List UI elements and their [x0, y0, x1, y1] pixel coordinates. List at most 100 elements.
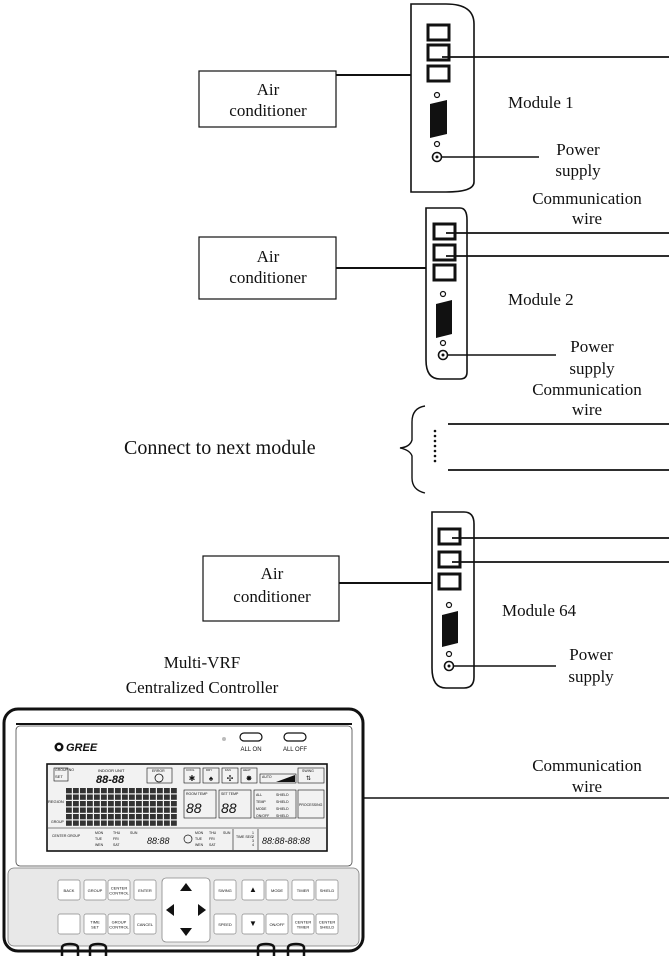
mode-cool-label: COOL: [186, 768, 195, 772]
keypad-button[interactable]: [315, 913, 339, 935]
up-arrow-icon[interactable]: [180, 883, 192, 891]
module-64-port-a: [437, 527, 462, 546]
keypad-button[interactable]: [133, 913, 157, 935]
brace: [399, 405, 426, 494]
keypad-button[interactable]: [107, 913, 131, 935]
unit-cell: [94, 814, 100, 820]
unit-cell: [164, 794, 170, 800]
lcd-room-temp: ROOM TEMP: [186, 792, 208, 796]
keypad-button-label: SET: [91, 925, 99, 930]
unit-cell: [143, 807, 149, 813]
unit-cell: [164, 801, 170, 807]
unit-cell: [87, 794, 93, 800]
unit-cell: [157, 820, 163, 826]
unit-cell: [150, 820, 156, 826]
unit-cell: [143, 788, 149, 794]
keypad-button[interactable]: [315, 879, 339, 901]
unit-cell: [171, 794, 177, 800]
unit-cell: [136, 820, 142, 826]
module-2-port-b: [432, 243, 457, 262]
lcd-clock: 88:88: [147, 836, 170, 846]
keypad-button-label: CENTER: [111, 886, 128, 891]
shield-row-onoff: ON/OFF: [256, 814, 269, 818]
keypad-button[interactable]: [57, 913, 81, 935]
keypad-button-label: ENTER: [138, 888, 152, 893]
unit-cell: [171, 814, 177, 820]
right-arrow-icon[interactable]: [198, 904, 206, 916]
module-2: Air conditioner Module 2 Power supply: [198, 207, 669, 380]
lcd-unit-digits: 88-88: [96, 774, 125, 786]
unit-cell: [150, 807, 156, 813]
unit-cell: [80, 820, 86, 826]
lcd-set-temp-digits: 88: [221, 800, 237, 816]
lcd-unit-grid: [66, 788, 177, 826]
unit-cell: [87, 820, 93, 826]
unit-cell: [94, 794, 100, 800]
shield-row-all: ALL: [256, 793, 262, 797]
down-arrow-icon[interactable]: [180, 928, 192, 936]
all-on-label: ALL ON: [240, 747, 261, 753]
keypad-button[interactable]: [265, 879, 289, 901]
keypad-button-label: SWING: [218, 888, 232, 893]
unit-cell: [115, 801, 121, 807]
lcd-group-no: GROUP NO: [55, 768, 74, 772]
day-fri: FRI: [113, 837, 119, 841]
shield-row-temp: TEMP: [256, 800, 266, 804]
keypad-button[interactable]: [83, 879, 107, 901]
keypad-button-label: CENTER: [319, 920, 336, 925]
keypad-button[interactable]: [57, 879, 81, 901]
all-off-button[interactable]: [283, 732, 307, 742]
lcd-error: ERROR: [152, 769, 165, 773]
unit-cell: [115, 794, 121, 800]
keypad-button[interactable]: [265, 913, 289, 935]
ac-label-1a: Air: [257, 80, 280, 99]
keypad-button[interactable]: [213, 913, 237, 935]
lcd-swing: SWING: [302, 769, 314, 773]
unit-cell: [73, 788, 79, 794]
unit-cell: [157, 794, 163, 800]
keypad-button[interactable]: [213, 879, 237, 901]
keypad-button[interactable]: [107, 879, 131, 901]
ac-label-2b: conditioner: [229, 268, 307, 287]
all-on-button[interactable]: [239, 732, 263, 742]
keypad-button[interactable]: [291, 913, 315, 935]
keypad-button[interactable]: [241, 913, 265, 935]
unit-cell: [94, 801, 100, 807]
comm-wire-label-2b: wire: [572, 400, 602, 419]
seg-4: 4: [252, 843, 254, 847]
keypad-button[interactable]: [291, 879, 315, 901]
heat-icon: ✸: [246, 774, 253, 783]
unit-cell: [157, 814, 163, 820]
keypad-button[interactable]: [83, 913, 107, 935]
comm-wire-label-3a: Communication: [532, 756, 642, 775]
lcd-time-seg: TIME SEG: [236, 835, 253, 839]
unit-cell: [136, 794, 142, 800]
unit-cell: [136, 788, 142, 794]
unit-cell: [80, 814, 86, 820]
unit-cell: [143, 814, 149, 820]
keypad-button-label: SPEED: [218, 922, 232, 927]
unit-cell: [171, 820, 177, 826]
module-1: Air conditioner Module 1 Power supply: [198, 3, 669, 193]
unit-cell: [108, 820, 114, 826]
shield-label-1: SHIELD: [276, 793, 289, 797]
comm-wire-label-3b: wire: [572, 777, 602, 796]
keypad-button[interactable]: [241, 879, 265, 901]
keypad-button-label: TIME: [90, 920, 100, 925]
unit-cell: [80, 801, 86, 807]
ac-label-64a: Air: [261, 564, 284, 583]
unit-cell: [171, 801, 177, 807]
module-1-db-connector: [430, 100, 447, 138]
air-conditioner-box-1: [198, 70, 337, 128]
day-tue: TUE: [95, 837, 103, 841]
shield-label-2: SHIELD: [276, 800, 289, 804]
unit-cell: [80, 788, 86, 794]
unit-cell: [66, 801, 72, 807]
keypad-button[interactable]: [133, 879, 157, 901]
ac-label-1b: conditioner: [229, 101, 307, 120]
unit-cell: [87, 788, 93, 794]
left-arrow-icon[interactable]: [166, 904, 174, 916]
mode-heat-label: HEAT: [243, 768, 251, 772]
seg-3: 3: [252, 839, 254, 843]
